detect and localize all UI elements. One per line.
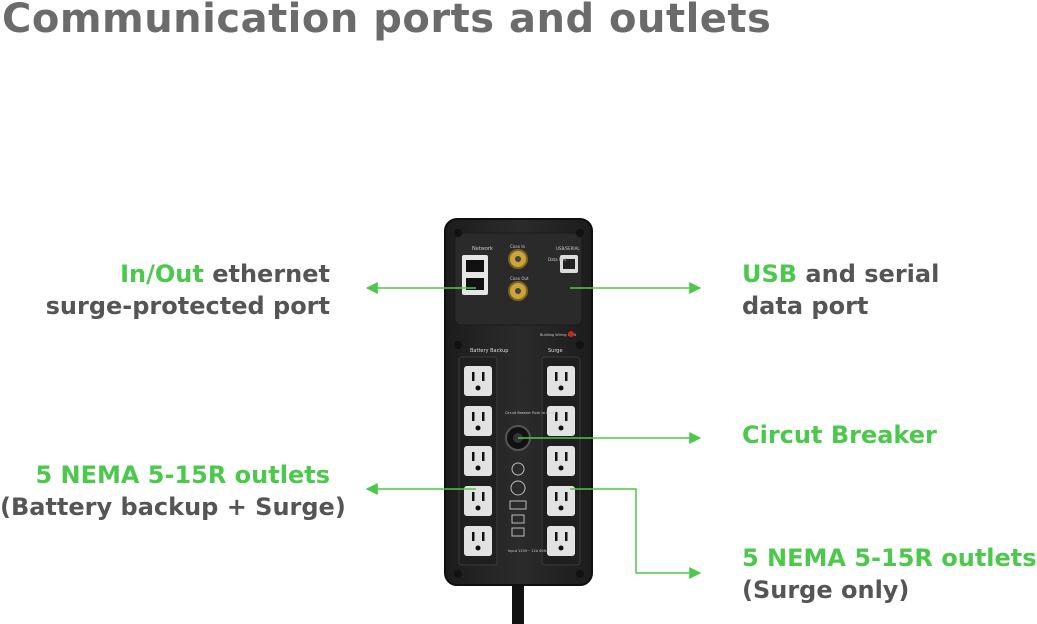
callout-usb-line2: data port — [742, 292, 869, 320]
outlet-icon — [464, 526, 492, 556]
callout-ethernet-highlight: In/Out — [120, 260, 204, 288]
outlet-icon — [547, 486, 575, 516]
outlet-icon — [547, 446, 575, 476]
coax-port-icon — [508, 249, 528, 269]
outlet-icon — [547, 526, 575, 556]
coax-port-icon — [508, 281, 528, 301]
wiring-fault-led-icon — [568, 331, 574, 337]
outlet-icon — [464, 446, 492, 476]
coax-in-label: Coax In — [510, 244, 526, 249]
callout-breaker-highlight: Circut Breaker — [742, 421, 937, 449]
surge-label: Surge — [548, 348, 563, 354]
wiring-fault-label: Building Wiring Fault — [540, 333, 577, 337]
callout-battery-outlets: 5 NEMA 5-15R outlets (Battery backup + S… — [0, 459, 346, 523]
callout-ethernet: In/Out ethernet surge-protected port — [40, 258, 330, 322]
callout-breaker: Circut Breaker — [742, 419, 937, 451]
callout-surge-outlets-line2: (Surge only) — [742, 576, 910, 604]
outlet-icon — [547, 366, 575, 396]
battery-outlets — [464, 366, 492, 556]
network-label: Network — [472, 246, 493, 252]
outlet-icon — [464, 366, 492, 396]
callout-battery-outlets-line2: (Battery backup + Surge) — [0, 493, 346, 521]
callout-arrows — [365, 282, 702, 579]
surge-outlets — [547, 366, 575, 556]
certification-marks — [509, 462, 527, 537]
callout-ethernet-rest: ethernet — [203, 260, 330, 288]
usb-serial-label: USB/SERIAL — [556, 246, 580, 251]
outlet-icon — [547, 406, 575, 436]
outlet-icon — [464, 486, 492, 516]
callout-surge-outlets-highlight: 5 NEMA 5-15R outlets — [742, 544, 1037, 572]
arrow-surge-outlets — [570, 488, 702, 579]
outlet-icon — [464, 406, 492, 436]
usb-port-icon — [560, 255, 578, 273]
callout-usb-rest: and serial — [797, 260, 940, 288]
callout-ethernet-line2: surge-protected port — [45, 292, 330, 320]
callout-usb: USB and serial data port — [742, 258, 939, 322]
battery-backup-label: Battery Backup — [470, 348, 508, 354]
input-rating-label: Input 120V~ 12A 60Hz — [508, 549, 548, 553]
ethernet-port-icon — [462, 255, 488, 295]
circuit-breaker-label: Circuit Breaker Push to Reset — [505, 411, 556, 415]
callout-usb-highlight: USB — [742, 260, 798, 288]
page-title: Communication ports and outlets — [2, 0, 772, 42]
data-port-label: Data Port — [548, 257, 567, 262]
coax-out-label: Coax Out — [510, 276, 529, 281]
callout-surge-outlets: 5 NEMA 5-15R outlets (Surge only) — [742, 542, 1037, 606]
callout-battery-outlets-highlight: 5 NEMA 5-15R outlets — [35, 461, 330, 489]
